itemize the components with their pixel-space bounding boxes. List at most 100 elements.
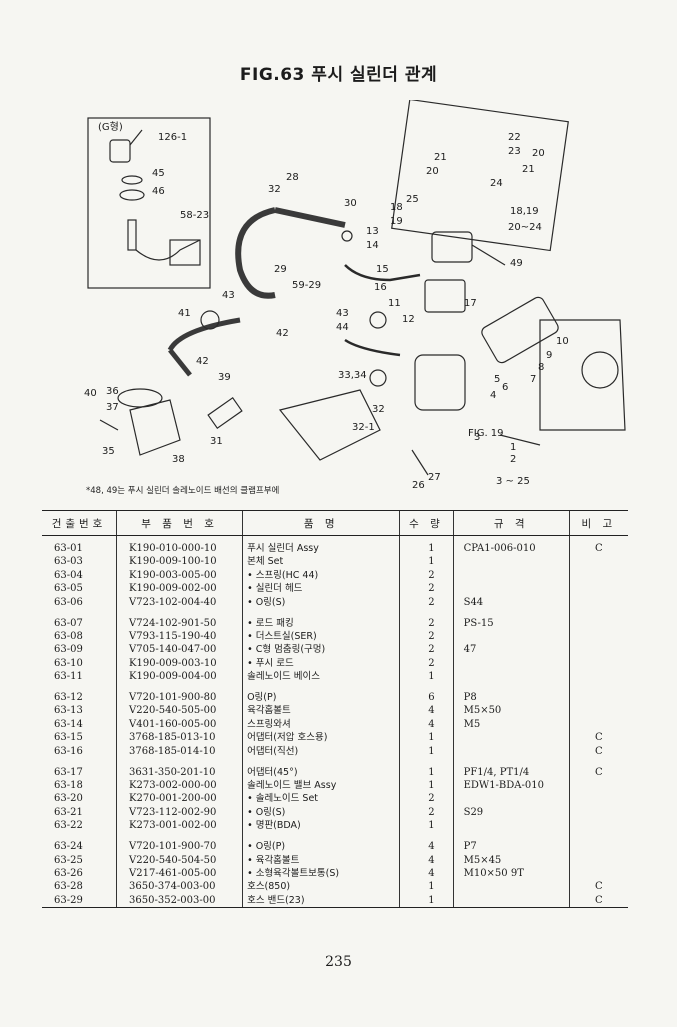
inset-valve-box <box>391 98 569 252</box>
cell-part: V723-112-002-90 <box>116 805 243 820</box>
callout-label: 42 <box>196 356 209 367</box>
cell-note <box>568 555 628 569</box>
callout-label: 20 <box>532 148 545 159</box>
cell-note: C <box>568 731 628 745</box>
callout-label: 35 <box>102 446 115 457</box>
cell-spec <box>452 568 570 583</box>
cell-note <box>568 704 628 718</box>
cell-part: 3768-185-013-10 <box>116 731 243 745</box>
col-header-name: 품 명 <box>242 510 400 536</box>
callout-label: 2 <box>510 454 516 465</box>
cell-part: V793-115-190-40 <box>116 629 243 644</box>
cell-spec: M10×50 9T <box>452 866 570 881</box>
cell-qty: 1 <box>399 555 454 569</box>
cell-spec: M5×50 <box>452 704 570 718</box>
cell-no: 63-06 <box>54 596 83 608</box>
inset-g-type-box <box>87 117 211 289</box>
callout-label: 19 <box>390 216 403 227</box>
cell-name: 어댑터(45°) <box>242 765 400 779</box>
cell-spec <box>452 893 570 909</box>
cell-no: 63-21 <box>54 806 83 818</box>
cell-note <box>568 643 628 657</box>
cell-name: 스프링와셔 <box>242 717 400 732</box>
cell-name: • 육각홈볼트 <box>242 853 400 867</box>
callout-label: 43 <box>222 290 235 301</box>
cell-no: 63-03 <box>54 556 83 568</box>
cell-spec: EDW1-BDA-010 <box>452 779 570 793</box>
cell-part: 3650-352-003-00 <box>116 893 243 909</box>
figure-title: FIG.63 푸시 실린더 관계 <box>239 65 438 85</box>
callout-label: 16 <box>374 282 387 293</box>
cell-qty: 1 <box>399 893 454 909</box>
cell-part: V724-102-901-50 <box>116 616 243 630</box>
cell-note <box>568 717 628 732</box>
cell-note: C <box>568 535 628 556</box>
cell-qty: 1 <box>399 535 454 556</box>
callout-label: 30 <box>344 198 357 209</box>
cell-note <box>568 691 628 705</box>
cell-qty: 2 <box>399 616 454 630</box>
cell-name: 본체 Set <box>242 555 400 569</box>
cell-spec <box>452 744 570 759</box>
callout-label: 26 <box>412 480 425 491</box>
group-spacer <box>42 683 628 692</box>
callout-label: 11 <box>388 298 401 309</box>
cell-no: 63-09 <box>54 644 83 656</box>
callout-label: 10 <box>556 336 569 347</box>
diagram-svg: (G형) 126-1 45 46 58-23 28 32 30 29 59-29… <box>84 98 626 491</box>
callout-label: 5 <box>494 374 500 385</box>
cell-no: 63-11 <box>54 671 83 683</box>
cell-no: 63-08 <box>54 630 83 642</box>
callout-label: 32-1 <box>352 422 375 433</box>
cell-note <box>568 616 628 630</box>
cell-note <box>568 582 628 596</box>
col-header-spec: 규 격 <box>452 510 570 536</box>
cell-name: • C형 멈춤링(구멍) <box>242 643 400 657</box>
callout-label: 20 <box>426 166 439 177</box>
page-number: 235 <box>325 954 352 970</box>
cell-part: K273-002-000-00 <box>116 779 243 793</box>
callout-label: 21 <box>522 164 535 175</box>
callout-label: 23 <box>508 146 521 157</box>
callout-label: 3 <box>474 432 480 443</box>
callout-label: 18,19 <box>510 206 539 217</box>
callout-label: 17 <box>464 298 477 309</box>
callout-label: 24 <box>490 178 503 189</box>
col-header-qty: 수 량 <box>399 510 454 536</box>
cell-qty: 2 <box>399 582 454 596</box>
cell-part: K190-009-100-10 <box>116 555 243 569</box>
callout-label: 38 <box>172 454 185 465</box>
cell-name: • O링(S) <box>242 595 400 610</box>
cell-name: 육각홈볼트 <box>242 704 400 718</box>
cell-name: 호스 밴드(23) <box>242 893 400 909</box>
callout-label: 58-23 <box>180 210 209 221</box>
cell-qty: 2 <box>399 805 454 820</box>
diagram-footnote: *48, 49는 푸시 실린더 솔레노이드 배선의 클램프부에 <box>86 486 280 496</box>
cell-qty: 2 <box>399 643 454 657</box>
cell-part: 3768-185-014-10 <box>116 744 243 759</box>
cell-part: K190-003-005-00 <box>116 568 243 583</box>
cell-note <box>568 595 628 610</box>
cell-note: C <box>568 880 628 894</box>
cell-part: V401-160-005-00 <box>116 717 243 732</box>
exploded-parts-diagram: (G형) 126-1 45 46 58-23 28 32 30 29 59-29… <box>60 98 640 500</box>
callout-label: 14 <box>366 240 379 251</box>
cell-no: 63-24 <box>54 841 83 853</box>
cell-qty: 1 <box>399 880 454 894</box>
cell-name: 호스(850) <box>242 880 400 894</box>
callout-label: 32 <box>268 184 281 195</box>
cell-qty: 2 <box>399 629 454 644</box>
callout-label: 59-29 <box>292 280 321 291</box>
cell-part: V720-101-900-80 <box>116 691 243 705</box>
callout-label: 41 <box>178 308 191 319</box>
cell-qty: 2 <box>399 792 454 806</box>
cell-spec: PS-15 <box>452 616 570 630</box>
cell-spec <box>452 792 570 806</box>
